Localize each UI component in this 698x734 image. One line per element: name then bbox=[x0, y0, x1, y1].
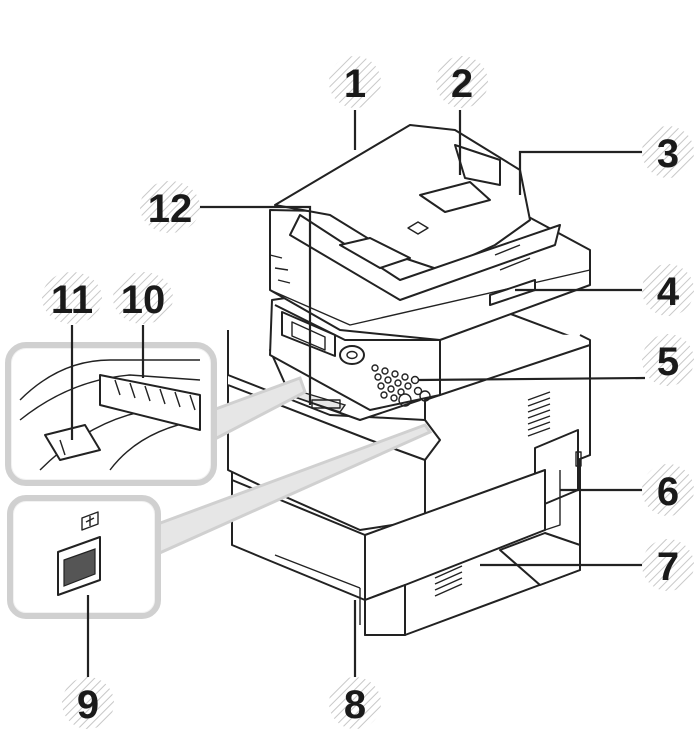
callout-9: 9 bbox=[62, 677, 114, 729]
callout-6: 6 bbox=[642, 464, 694, 516]
callout-label-12: 12 bbox=[148, 187, 193, 231]
side-vent-lower bbox=[434, 565, 463, 597]
output-tray-detail-inset bbox=[5, 342, 307, 486]
callout-11: 11 bbox=[42, 272, 102, 324]
leader-5 bbox=[417, 376, 646, 382]
keypad bbox=[371, 364, 431, 407]
side-vent-upper bbox=[527, 391, 551, 437]
callout-label-6: 6 bbox=[657, 470, 679, 514]
usb-port-detail-inset bbox=[7, 423, 433, 619]
callout-label-3: 3 bbox=[657, 132, 679, 176]
callout-label-10: 10 bbox=[121, 278, 166, 322]
callout-10: 10 bbox=[113, 272, 173, 324]
printer-illustration bbox=[227, 124, 591, 636]
callout-7: 7 bbox=[642, 539, 694, 591]
callout-2: 2 bbox=[436, 56, 488, 108]
callout-1: 1 bbox=[329, 56, 381, 108]
leader-12 bbox=[195, 205, 312, 405]
callout-label-9: 9 bbox=[77, 683, 99, 727]
callout-label-5: 5 bbox=[657, 340, 679, 384]
callout-5: 5 bbox=[642, 334, 694, 386]
leader-lines bbox=[70, 110, 646, 680]
callout-label-2: 2 bbox=[451, 62, 473, 106]
callout-3: 3 bbox=[642, 126, 694, 178]
callout-label-4: 4 bbox=[657, 270, 680, 314]
document-feeder bbox=[274, 124, 561, 301]
paper-tray bbox=[231, 479, 366, 601]
callout-label-8: 8 bbox=[344, 683, 366, 727]
callout-label-1: 1 bbox=[344, 62, 366, 106]
callout-8: 8 bbox=[329, 677, 381, 729]
callout-label-11: 11 bbox=[51, 278, 93, 322]
callout-numbers: 1 2 3 4 5 6 7 8 bbox=[42, 56, 694, 729]
callout-label-7: 7 bbox=[657, 545, 679, 589]
callout-4: 4 bbox=[642, 264, 694, 316]
callout-12: 12 bbox=[140, 181, 200, 233]
usb-icon bbox=[81, 511, 99, 531]
leader-3 bbox=[518, 150, 645, 195]
